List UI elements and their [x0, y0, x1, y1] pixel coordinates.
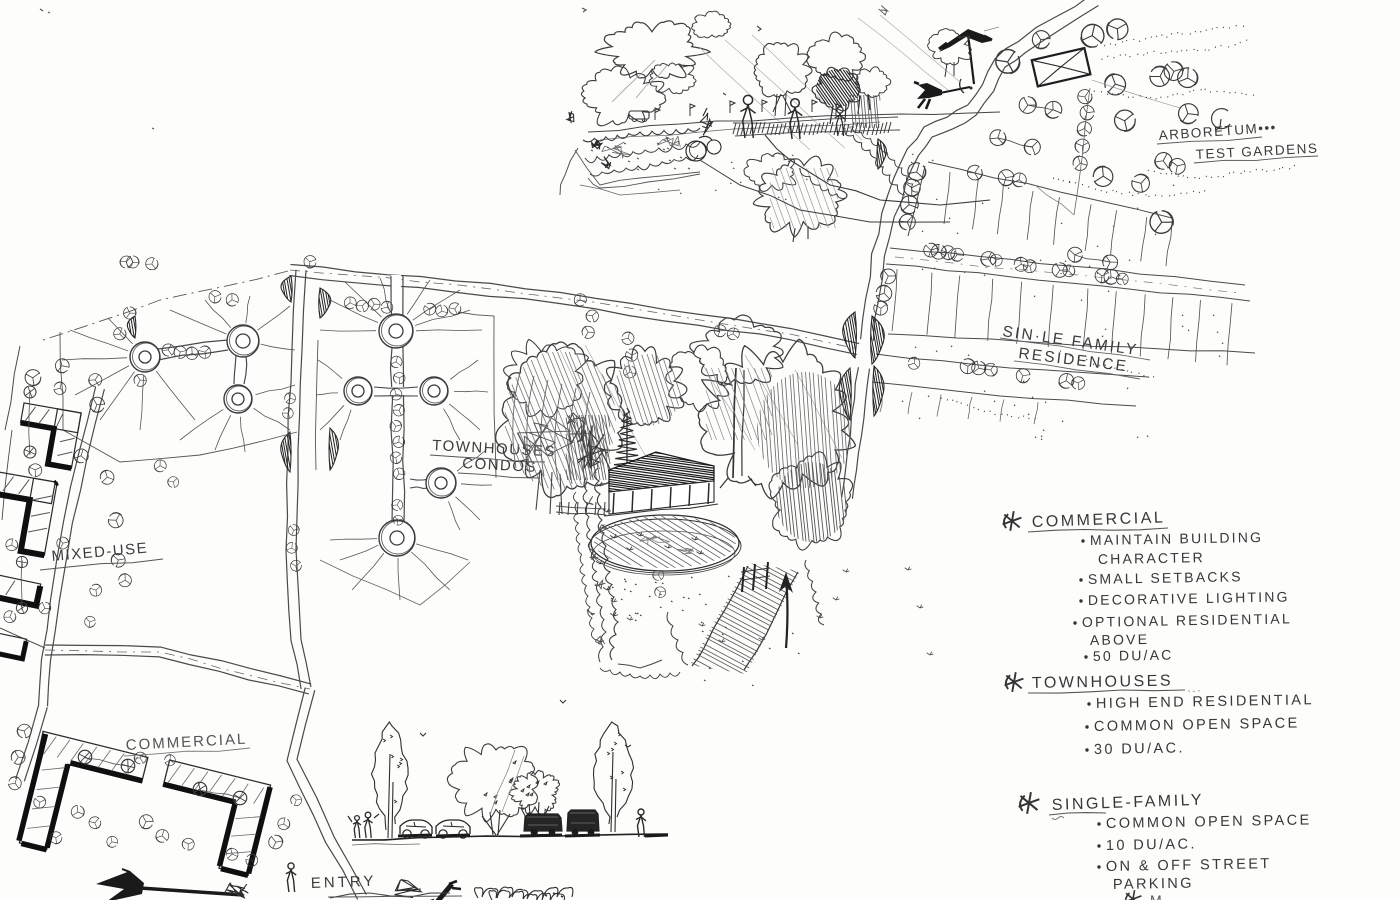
svg-text:TOWNHOUSES: TOWNHOUSES	[1032, 673, 1173, 692]
svg-text:COMMON OPEN SPACE: COMMON OPEN SPACE	[1106, 812, 1312, 832]
svg-text:PARKING: PARKING	[1113, 876, 1194, 893]
svg-text:ENTRY: ENTRY	[311, 873, 377, 892]
svg-text:ON & OFF STREET: ON & OFF STREET	[1106, 856, 1272, 875]
svg-text:SINGLE-FAMILY: SINGLE-FAMILY	[1052, 792, 1205, 814]
svg-text:COMMON OPEN SPACE: COMMON OPEN SPACE	[1094, 715, 1300, 735]
svg-text:30 DU/AC.: 30 DU/AC.	[1094, 740, 1185, 758]
svg-text:M: M	[1150, 892, 1163, 900]
svg-text:MAINTAIN BUILDING: MAINTAIN BUILDING	[1090, 529, 1264, 548]
svg-text:COMMERCIAL: COMMERCIAL	[1032, 509, 1166, 531]
svg-text:TEST GARDENS: TEST GARDENS	[1195, 141, 1318, 162]
svg-text:DECORATIVE LIGHTING: DECORATIVE LIGHTING	[1088, 588, 1290, 608]
svg-text:OPTIONAL RESIDENTIAL: OPTIONAL RESIDENTIAL	[1082, 610, 1292, 630]
svg-text:SMALL SETBACKS: SMALL SETBACKS	[1088, 568, 1243, 587]
svg-text:COMMERCIAL: COMMERCIAL	[125, 731, 247, 754]
svg-text:HIGH END RESIDENTIAL: HIGH END RESIDENTIAL	[1096, 692, 1314, 712]
svg-text:ABOVE: ABOVE	[1090, 631, 1150, 648]
svg-text:CHARACTER: CHARACTER	[1098, 549, 1205, 567]
svg-text:50 DU/AC: 50 DU/AC	[1093, 647, 1174, 664]
svg-text:10 DU/AC.: 10 DU/AC.	[1106, 836, 1197, 854]
